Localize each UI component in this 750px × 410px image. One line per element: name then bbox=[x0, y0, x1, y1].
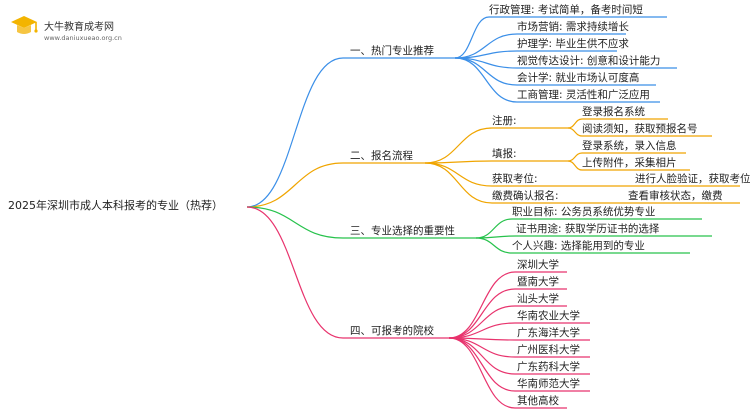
brand-name: 大牛教育成考网 bbox=[44, 22, 114, 33]
branch-3-link bbox=[475, 237, 513, 254]
step-item: 查看审核状态，缴费 bbox=[628, 190, 723, 202]
major-item: 会计学: 就业市场认可度高 bbox=[517, 72, 640, 84]
branch-1-link bbox=[454, 57, 518, 103]
importance-item: 个人兴趣: 选择能用到的专业 bbox=[512, 240, 645, 252]
root-topic: 2025年深圳市成人本科报考的专业（热荐） bbox=[8, 199, 223, 212]
school-item: 广州医科大学 bbox=[517, 344, 580, 356]
branch-2-link bbox=[424, 127, 493, 164]
school-item: 暨南大学 bbox=[517, 276, 559, 288]
school-item: 华南师范大学 bbox=[517, 378, 580, 390]
major-item: 工商管理: 灵活性和广泛应用 bbox=[517, 89, 650, 101]
major-item: 行政管理: 考试简单，备考时间短 bbox=[489, 4, 643, 16]
branch-schools: 四、可报考的院校 bbox=[350, 325, 434, 337]
graduation-cap-icon bbox=[11, 16, 38, 34]
school-item: 广东海洋大学 bbox=[517, 327, 580, 339]
importance-item: 证书用途: 获取学历证书的选择 bbox=[516, 223, 660, 235]
branch-4-link bbox=[448, 288, 516, 339]
root-to-branch-2 bbox=[246, 162, 344, 208]
brand-url: www.daniuxueao.org.cn bbox=[44, 34, 122, 42]
major-item: 护理学: 毕业生供不应求 bbox=[517, 38, 629, 50]
step-item: 上传附件，采集相片 bbox=[582, 157, 677, 169]
root-to-branch-1 bbox=[246, 57, 344, 208]
importance-item: 职业目标: 公务员系统优势专业 bbox=[512, 206, 656, 218]
step-item: 登录报名系统 bbox=[582, 106, 645, 118]
branch-3-link bbox=[475, 218, 513, 239]
step-register: 注册: bbox=[492, 115, 517, 127]
branch-1-link bbox=[454, 16, 490, 59]
step-item: 阅读须知，获取预报名号 bbox=[582, 123, 698, 135]
branch-4-link bbox=[448, 337, 516, 392]
school-item: 汕头大学 bbox=[517, 293, 559, 305]
branch-2-link bbox=[424, 160, 493, 164]
step-item: 进行人脸验证，获取考位 bbox=[635, 173, 750, 185]
step-fill: 填报: bbox=[492, 148, 517, 160]
step-item: 登录系统，录入信息 bbox=[582, 140, 677, 152]
root-to-branch-4 bbox=[246, 206, 344, 339]
major-item: 市场营销: 需求持续增长 bbox=[517, 21, 629, 33]
branch-2-sub-link bbox=[567, 160, 583, 171]
branch-4-link bbox=[448, 271, 516, 339]
branch-4-link bbox=[448, 305, 516, 339]
school-item: 深圳大学 bbox=[517, 259, 559, 271]
school-item: 其他高校 bbox=[517, 395, 559, 407]
step-seat: 获取考位: bbox=[492, 173, 538, 185]
school-item: 广东药科大学 bbox=[517, 361, 580, 373]
branch-registration-process: 二、报名流程 bbox=[350, 150, 413, 162]
branch-2-sub-link bbox=[567, 152, 583, 162]
root-to-branch-3 bbox=[246, 206, 344, 239]
branch-2-link bbox=[424, 162, 493, 204]
branch-hot-majors: 一、热门专业推荐 bbox=[350, 45, 434, 57]
branch-2-sub-link bbox=[567, 127, 583, 137]
school-item: 华南农业大学 bbox=[517, 310, 580, 322]
branch-4-link bbox=[448, 337, 516, 409]
step-pay: 缴费确认报名: bbox=[492, 190, 559, 202]
major-item: 视觉传达设计: 创意和设计能力 bbox=[517, 55, 661, 67]
branch-2-sub-link bbox=[567, 118, 583, 129]
branch-importance: 三、专业选择的重要性 bbox=[350, 225, 455, 237]
